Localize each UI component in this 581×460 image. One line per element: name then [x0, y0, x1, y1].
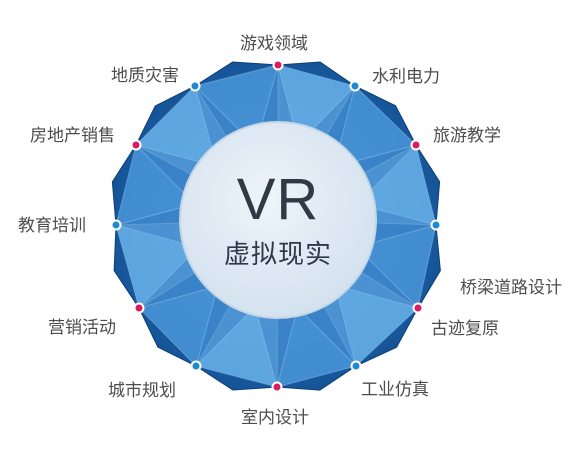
vertex-dot	[190, 360, 202, 372]
vertex-dots	[110, 59, 442, 393]
vertex-dot	[133, 302, 145, 314]
vertex-dot	[189, 80, 201, 92]
vertex-dot	[410, 139, 422, 151]
center-circle	[179, 121, 377, 319]
label-industrial-simulation: 工业仿真	[361, 380, 429, 400]
label-interior-design: 室内设计	[241, 408, 309, 428]
label-marketing: 营销活动	[48, 318, 116, 338]
vertex-dot	[130, 139, 142, 151]
label-geological-disaster: 地质灾害	[111, 66, 179, 86]
vertex-dot	[430, 219, 442, 231]
vertex-dot	[350, 360, 362, 372]
center-title: VR	[236, 167, 320, 232]
label-heritage-restoration: 古迹复原	[431, 319, 499, 339]
label-education-training: 教育培训	[18, 216, 86, 236]
vertex-dot	[349, 80, 361, 92]
vertex-dot	[412, 302, 424, 314]
label-tourism-teaching: 旅游教学	[433, 126, 501, 146]
vertex-dot	[272, 59, 284, 71]
label-bridge-road-design: 桥梁道路设计	[460, 278, 562, 298]
label-real-estate-sales: 房地产销售	[30, 126, 115, 146]
center-subtitle: 虚拟现实	[223, 240, 332, 270]
label-hydro-power: 水利电力	[372, 67, 440, 87]
vertex-dot	[110, 219, 122, 231]
label-urban-planning: 城市规划	[108, 381, 176, 401]
vertex-dot	[271, 381, 283, 393]
label-game: 游戏领域	[240, 34, 308, 54]
